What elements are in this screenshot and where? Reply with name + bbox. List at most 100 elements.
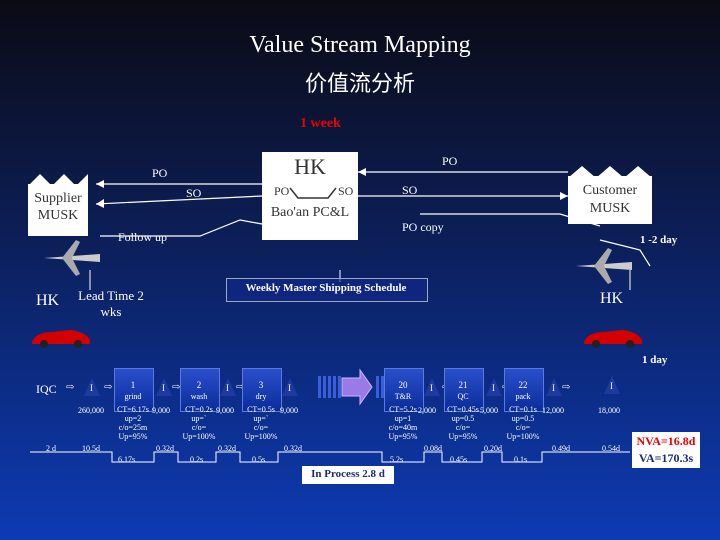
- supplier-label: Supplier MUSK: [34, 191, 82, 223]
- inventory-qty: 260,000: [78, 406, 104, 415]
- flow-po-copy: PO copy: [402, 220, 444, 234]
- inventory-triangle: I: [486, 378, 502, 396]
- summary-box: [632, 432, 700, 468]
- one-day-label: 1 day: [642, 354, 668, 366]
- supplier-truck-icon: [32, 330, 90, 348]
- process-num: 2: [196, 380, 202, 390]
- supplier-roof: [28, 174, 88, 186]
- schedule-label: Weekly Master Shipping Schedule: [245, 282, 407, 294]
- wait-time: 0.20d: [484, 444, 502, 453]
- inventory-qty: 9,000: [152, 406, 170, 415]
- customer-box: [568, 166, 652, 224]
- process-name: wash: [190, 392, 208, 401]
- inventory-qty: 18,000: [598, 406, 620, 415]
- inventory-triangle: I: [424, 378, 440, 396]
- process-data-wash: CT=0.2s up=` c/o= Up=100%: [174, 405, 224, 441]
- hk-left-label: HK: [36, 292, 60, 309]
- customer-airplane-icon: [576, 248, 632, 284]
- inventory-triangle: I: [84, 378, 100, 396]
- hk-right-label: HK: [600, 290, 624, 307]
- operators: up=2: [124, 414, 142, 423]
- flow-so-right: SO: [402, 183, 418, 197]
- wait-time: 0.32d: [156, 444, 174, 453]
- inventory-qty: 9,000: [216, 406, 234, 415]
- uptime: Up=100%: [506, 432, 540, 441]
- process-num: 21: [458, 380, 468, 390]
- process-box-dry: [242, 368, 282, 412]
- changeover: c/o=: [455, 423, 471, 432]
- process-box-tr: [384, 368, 424, 412]
- page-title: Value Stream Mapping: [249, 32, 471, 58]
- inventory-triangle: I: [604, 376, 620, 394]
- in-process-box: [302, 466, 394, 484]
- changeover: c/o=: [191, 423, 207, 432]
- inventory-triangle: I: [282, 378, 298, 396]
- push-arrow-icon: ⇨: [236, 382, 245, 393]
- nva-value: NVA=16.8d: [636, 434, 696, 448]
- wait-time: 0.49d: [552, 444, 570, 453]
- process-name: grind: [124, 392, 142, 401]
- process-data-qc: CT=0.45s up=0.5 c/o= Up=95%: [438, 405, 488, 441]
- lead-time-label: Lead Time 2 wks: [78, 288, 144, 319]
- inventory-qty: 12,000: [542, 406, 564, 415]
- process-name: QC: [457, 392, 469, 401]
- process-box-qc: [444, 368, 484, 412]
- process-name: pack: [515, 392, 531, 401]
- uptime: Up=95%: [448, 432, 478, 441]
- process-name: dry: [255, 392, 267, 401]
- wait-time: 0.54d: [602, 444, 620, 453]
- changeover: c/o=: [515, 423, 531, 432]
- process-time: 0.45s: [450, 455, 468, 464]
- schedule-box: [226, 278, 428, 302]
- inventory-qty: 9,000: [280, 406, 298, 415]
- process-num: 20: [398, 380, 408, 390]
- push-arrow-icon: ⇨: [562, 382, 571, 393]
- process-data-tr: CT=5.2s up=1 c/o=40m Up=95%: [378, 405, 428, 441]
- arrow-icon: ⇨: [66, 382, 75, 393]
- process-box-grind: [114, 368, 154, 412]
- cycle-time: CT=0.2s: [185, 405, 213, 414]
- week-label: 1 week: [300, 116, 341, 131]
- process-num: 3: [258, 380, 264, 390]
- wait-time: 0.08d: [424, 444, 442, 453]
- iqc-label: IQC: [36, 382, 57, 396]
- cycle-time: CT=0.45s: [447, 405, 479, 414]
- process-box-wash: [180, 368, 220, 412]
- page-subtitle: 价值流分析: [304, 72, 415, 97]
- uptime: Up=95%: [118, 432, 148, 441]
- changeover: c/o=: [253, 423, 269, 432]
- process-time: 0.1s: [514, 455, 528, 464]
- cycle-time: CT=0.5s: [247, 405, 275, 414]
- process-data-grind: CT=6.17s up=2 c/o=25m Up=95%: [108, 405, 158, 441]
- customer-label: Customer MUSK: [582, 183, 638, 216]
- supplier-airplane-icon: [44, 240, 100, 276]
- hk-box: [262, 152, 358, 240]
- flow-po-right: PO: [442, 154, 458, 168]
- operators: up=1: [394, 414, 412, 423]
- flow-so-left: SO: [186, 186, 202, 200]
- process-data-pack: CT=0.1s up=0.5 c/o= Up=100%: [498, 405, 548, 441]
- flow-lead-1-2-day: 1 -2 day: [640, 234, 678, 246]
- inventory-qty: 2,000: [418, 406, 436, 415]
- inventory-triangle: I: [156, 378, 172, 396]
- hk-box-title: HK: [294, 154, 326, 179]
- flow-follow-up: Follow up: [118, 230, 168, 244]
- va-value: VA=170.3s: [638, 451, 694, 465]
- operators: up=0.5: [511, 414, 535, 423]
- hk-box-po: PO: [274, 184, 290, 198]
- hk-box-name: Bao'an PC&L: [270, 205, 350, 220]
- inventory-triangle: I: [220, 378, 236, 396]
- process-time: 6.17s: [118, 455, 136, 464]
- uptime: Up=100%: [182, 432, 216, 441]
- wait-time: 2 d: [46, 444, 56, 453]
- process-time: 5.2s: [390, 455, 404, 464]
- process-name: T&R: [394, 392, 412, 401]
- process-time: 0.2s: [190, 455, 204, 464]
- cycle-time: CT=0.1s: [509, 405, 537, 414]
- process-num: 22: [518, 380, 528, 390]
- wait-time: 0.32d: [218, 444, 236, 453]
- operators: up=0.5: [451, 414, 475, 423]
- changeover: c/o=40m: [388, 423, 418, 432]
